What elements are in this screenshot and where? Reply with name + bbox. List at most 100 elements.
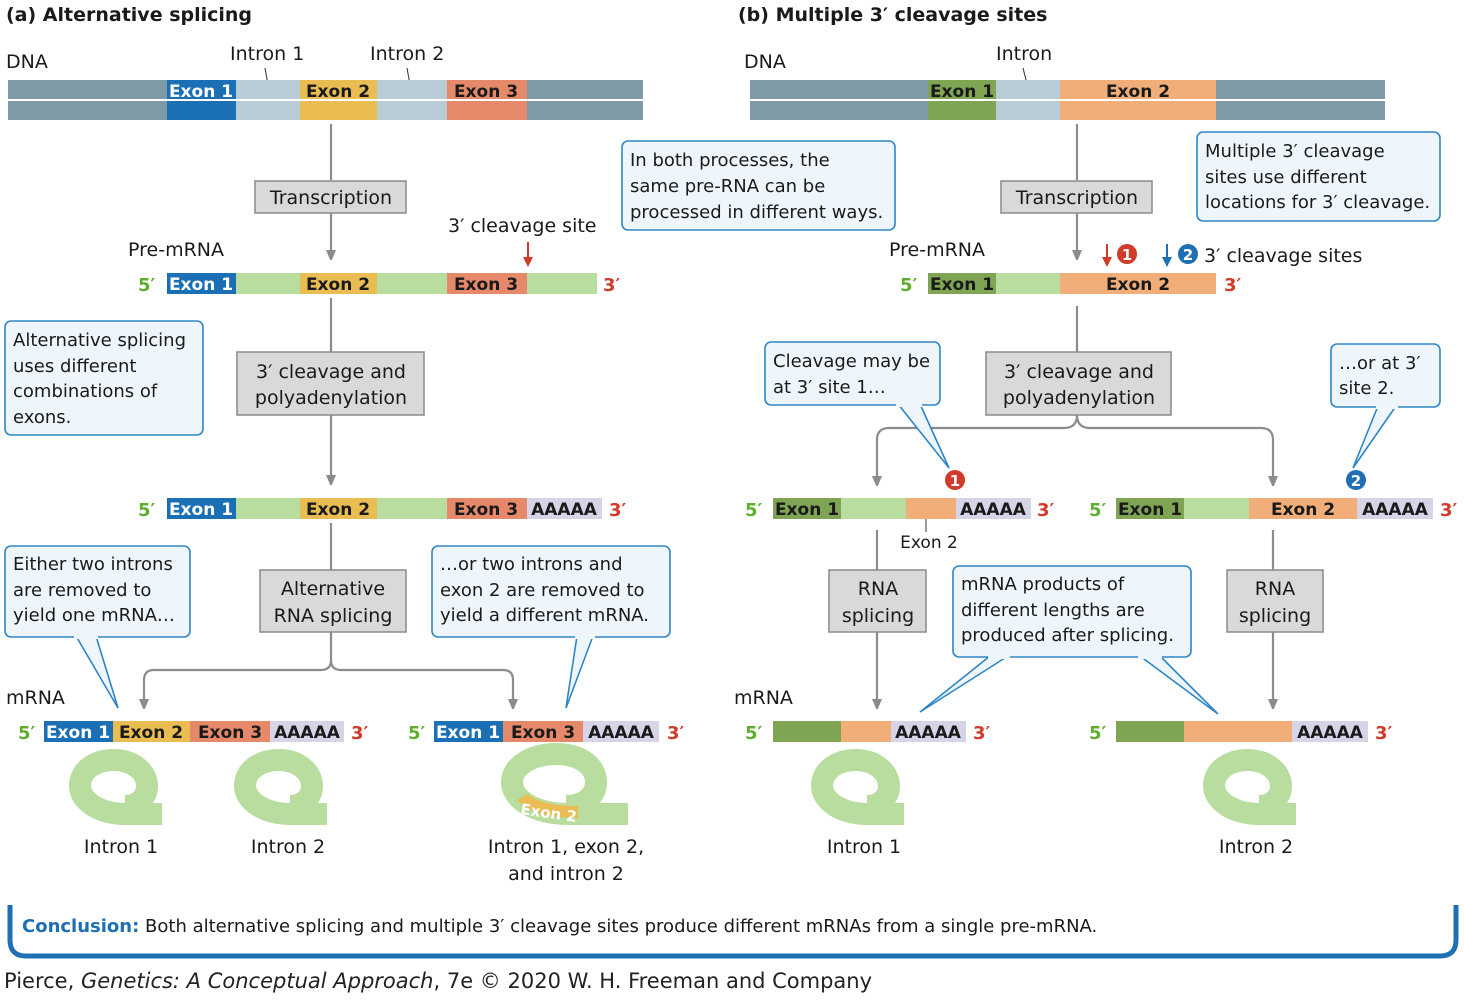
svg-text:locations for 3′ cleavage.: locations for 3′ cleavage. — [1205, 192, 1430, 213]
panel-b-site2-rna: 5′ Exon 1 Exon 2 AAAAA 3′ — [1089, 498, 1458, 521]
svg-text:are removed to: are removed to — [13, 580, 151, 601]
panel-b-dna-label: DNA — [744, 51, 786, 73]
dna-b-exon2: Exon 2 — [1106, 82, 1170, 102]
svg-text:…or at 3′: …or at 3′ — [1339, 353, 1420, 374]
panel-b-mrna-label: mRNA — [734, 687, 793, 709]
premrna-a-3prime: 3′ — [603, 275, 621, 296]
polya-a-tail: AAAAA — [531, 500, 598, 520]
transcription-b-box — [1000, 180, 1153, 214]
transcription-a-box — [254, 180, 407, 214]
premrna-a-exon3: Exon 3 — [454, 275, 518, 295]
site2-number: 2 — [1183, 246, 1193, 264]
polya-a-exon3: Exon 3 — [454, 500, 518, 520]
alt-splicing-box — [259, 569, 407, 633]
svg-text:Cleavage may be: Cleavage may be — [773, 351, 930, 372]
rna-splicing-b2-box — [1226, 569, 1324, 633]
panel-a-mrna-2: 5′ Exon 1 Exon 3 AAAAA 3′ — [408, 721, 685, 744]
svg-text:exon 2 are removed to: exon 2 are removed to — [440, 580, 645, 601]
site2-rna-exon2: Exon 2 — [1271, 500, 1335, 520]
site2-marker — [1178, 244, 1198, 264]
svg-text:combinations of: combinations of — [13, 381, 158, 402]
dna-b-exon1: Exon 1 — [930, 82, 994, 102]
mrna-a1-exon3: Exon 3 — [198, 723, 262, 743]
conclusion-bracket — [7, 905, 1459, 959]
svg-text:Either two introns: Either two introns — [13, 554, 173, 575]
site2-rna-tail: AAAAA — [1362, 500, 1429, 520]
site2-rna-3prime: 3′ — [1440, 500, 1458, 521]
premrna-a-exon2: Exon 2 — [306, 275, 370, 295]
mrna-a1-tail: AAAAA — [274, 723, 341, 743]
arrow-a-split-left — [144, 632, 333, 705]
polya-a-3prime: 3′ — [609, 500, 627, 521]
svg-text:site 2.: site 2. — [1339, 378, 1394, 399]
site1-rna-exon1: Exon 1 — [775, 500, 839, 520]
lasso-a-intron2 — [233, 748, 327, 825]
mrna-b1-tail: AAAAA — [895, 723, 962, 743]
site1-number: 1 — [1122, 246, 1132, 264]
mrna-a2-exon3: Exon 3 — [511, 723, 575, 743]
cleavage-b-line1: 3′ cleavage and — [1004, 361, 1154, 383]
lasso-a-intron-exon-label-2: and intron 2 — [508, 863, 624, 885]
panel-a-dna: Exon 1 Exon 2 Exon 3 — [8, 80, 643, 120]
panel-a-mrna-label: mRNA — [6, 687, 65, 709]
cleavage-a-line2: polyadenylation — [255, 387, 407, 409]
svg-text:uses different: uses different — [13, 356, 136, 377]
panel-b-intron-label: Intron — [996, 43, 1052, 65]
polya-a-5prime: 5′ — [138, 500, 156, 521]
svg-text:mRNA products of: mRNA products of — [961, 574, 1125, 595]
dna-a-exon3: Exon 3 — [454, 82, 518, 102]
panel-a-premrna-label: Pre-mRNA — [128, 239, 224, 261]
panel-b-premrna: 5′ Exon 1 Exon 2 3′ — [900, 273, 1242, 296]
mrna-b2-3prime: 3′ — [1375, 723, 1393, 744]
alt-splicing-line1: Alternative — [281, 578, 385, 600]
mrna-b1-5prime: 5′ — [745, 723, 763, 744]
svg-text:different lengths are: different lengths are — [961, 600, 1145, 621]
mrna-b2-tail: AAAAA — [1297, 723, 1364, 743]
panel-a-title: (a) Alternative splicing — [6, 4, 252, 26]
site1-rna-3prime: 3′ — [1037, 500, 1055, 521]
site1-marker — [1117, 244, 1137, 264]
panel-b-dna: Exon 1 Exon 2 — [750, 80, 1385, 120]
mrna-a1-3prime: 3′ — [351, 723, 369, 744]
lasso-b-intron2 — [1202, 748, 1296, 825]
arrow-b-split-left — [877, 414, 1079, 482]
mrna-a1-exon1: Exon 1 — [46, 723, 110, 743]
credit-line: Pierce, Genetics: A Conceptual Approach,… — [4, 969, 872, 993]
conclusion-label: Conclusion: — [22, 916, 139, 937]
lasso-b-intron1-label: Intron 1 — [827, 836, 901, 858]
lasso-a-intron1 — [68, 748, 162, 825]
site1-rna-5prime: 5′ — [745, 500, 763, 521]
dna-a-exon1: Exon 1 — [169, 82, 233, 102]
lasso-a-intron2-label: Intron 2 — [251, 836, 325, 858]
panel-b-premrna-label: Pre-mRNA — [889, 239, 985, 261]
callout-multiple-sites: Multiple 3′ cleavage sites use different… — [1196, 131, 1441, 222]
transcription-b-label: Transcription — [1015, 187, 1138, 209]
svg-text:sites use different: sites use different — [1205, 167, 1367, 188]
premrna-a-5prime: 5′ — [138, 275, 156, 296]
panel-a-polya-premrna: 5′ Exon 1 Exon 2 Exon 3 AAAAA 3′ — [138, 498, 627, 521]
conclusion-text: Both alternative splicing and multiple 3… — [139, 916, 1097, 937]
premrna-b-3prime: 3′ — [1224, 275, 1242, 296]
rna-splicing-b1-line1: RNA — [858, 578, 898, 600]
panel-a-mrna-1: 5′ Exon 1 Exon 2 Exon 3 AAAAA 3′ — [18, 721, 369, 744]
panel-b-mrna-1: 5′ AAAAA 3′ — [745, 721, 991, 744]
lasso-b-intron1 — [810, 748, 904, 825]
dna-a-exon2: Exon 2 — [306, 82, 370, 102]
cleavage-a-line1: 3′ cleavage and — [256, 361, 406, 383]
cleavage-b-line2: polyadenylation — [1003, 387, 1155, 409]
lasso-a-intron1-label: Intron 1 — [84, 836, 158, 858]
site1-marker-lower — [945, 470, 965, 490]
site1-number-lower: 1 — [950, 472, 960, 490]
arrow-b-split-right — [1075, 414, 1273, 482]
transcription-a-label: Transcription — [269, 187, 392, 209]
svg-text:same pre-RNA can be: same pre-RNA can be — [630, 176, 825, 197]
callout-either: Either two introns are removed to yield … — [4, 545, 191, 709]
callout-alt-splicing: Alternative splicing uses different comb… — [4, 320, 204, 436]
svg-text:Multiple 3′ cleavage: Multiple 3′ cleavage — [1205, 141, 1385, 162]
svg-text:processed in different ways.: processed in different ways. — [630, 202, 883, 223]
rna-splicing-b2-line1: RNA — [1255, 578, 1295, 600]
callout-products: mRNA products of different lengths are p… — [919, 565, 1219, 715]
cleavage-b-box — [985, 351, 1172, 416]
mrna-a2-5prime: 5′ — [408, 723, 426, 744]
svg-text:yield one mRNA…: yield one mRNA… — [13, 605, 175, 626]
